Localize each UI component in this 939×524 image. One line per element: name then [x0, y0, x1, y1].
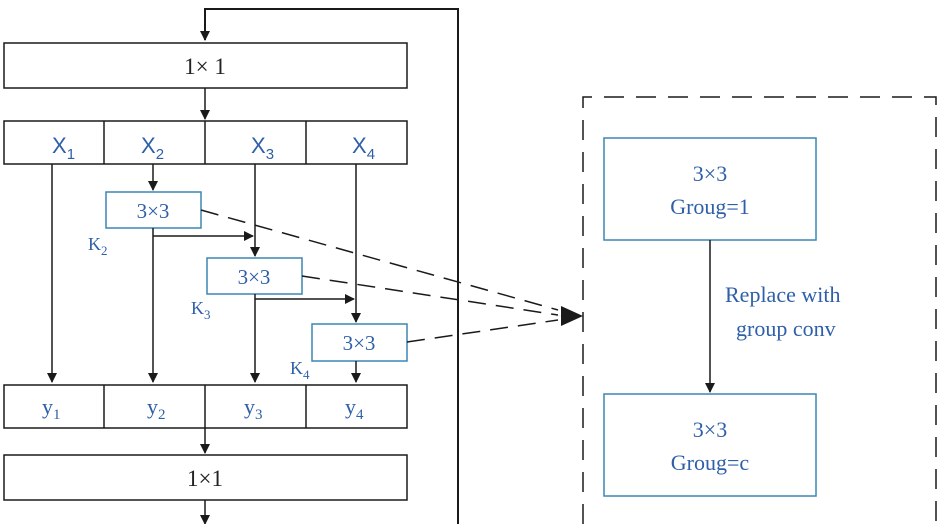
replace-text-line2: group conv — [736, 316, 836, 341]
input-x3: X3 — [251, 133, 274, 163]
output-y4: y4 — [345, 394, 364, 423]
kernel-k3-tag: K3 — [191, 298, 211, 322]
kernel-k3-label: 3×3 — [238, 265, 271, 289]
kernel-k4-tag: K4 — [290, 358, 310, 382]
kernel-k3-box — [206, 257, 303, 295]
kernel-k4-box — [311, 323, 408, 362]
input-x4: X4 — [352, 133, 375, 163]
output-y2: y2 — [147, 394, 166, 423]
kernel-k2-label: 3×3 — [137, 199, 170, 223]
output-y3: y3 — [244, 394, 263, 423]
output-y1: y1 — [42, 394, 61, 423]
dashed-arrow-k3 — [301, 275, 559, 316]
kernel-k2-box — [105, 191, 202, 229]
groupc-conv-size: 3×3 — [693, 417, 727, 442]
group1-conv-groups: Groug=1 — [670, 194, 750, 219]
conv-1x1-top-label: 1× 1 — [184, 54, 226, 79]
conv-1x1-bottom-box — [3, 454, 408, 501]
dashed-arrow-k4 — [406, 319, 559, 343]
right-panel-border — [582, 96, 937, 524]
groupc-conv-box — [603, 393, 817, 497]
dashed-arrow-k2 — [200, 209, 559, 311]
kernel-k2-tag: K2 — [88, 234, 108, 258]
replace-text-line1: Replace with — [725, 282, 840, 307]
conv-1x1-bottom-label: 1×1 — [187, 466, 223, 491]
kernel-k4-label: 3×3 — [343, 331, 376, 355]
group1-conv-box — [603, 137, 817, 241]
groupc-conv-groups: Groug=c — [671, 450, 750, 475]
input-x1: X1 — [52, 133, 75, 163]
group1-conv-size: 3×3 — [693, 161, 727, 186]
input-x2: X2 — [141, 133, 164, 163]
skip-connection-line — [200, 8, 459, 524]
